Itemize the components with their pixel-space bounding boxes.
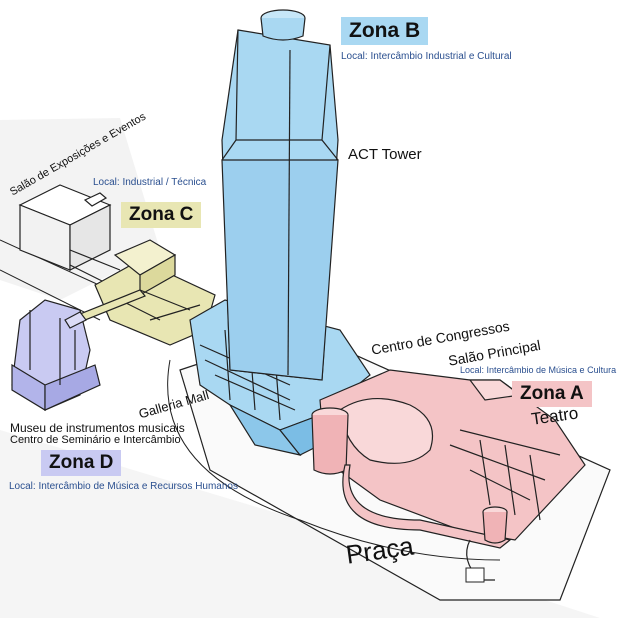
zona-c-local: Local: Industrial / Técnica [93, 177, 207, 188]
zona-d-local: Local: Intercâmbio de Música e Recursos … [9, 481, 238, 492]
plaza-kiosk [465, 567, 485, 583]
centro-seminario-label: Centro de Seminário e Intercâmbio [10, 434, 181, 446]
zona-b-local: Local: Intercâmbio Industrial e Cultural [341, 51, 512, 62]
museu-label: Museu de instrumentos musicais [10, 421, 185, 435]
zona-b-badge: Zona B [341, 17, 429, 45]
salao-exposicoes-building [18, 184, 121, 286]
act-tower-label: ACT Tower [348, 146, 422, 163]
road-line [0, 239, 111, 321]
zona-d-badge: Zona D [41, 450, 122, 476]
zona-a-local: Local: Intercâmbio de Música e Cultura [460, 365, 617, 375]
zona-c-badge: Zona C [121, 202, 202, 228]
zona-d-building [11, 299, 101, 412]
zona-a-building [311, 369, 586, 581]
act-tower-building [221, 9, 339, 381]
walkway-line [167, 359, 501, 561]
zona-a-badge: Zona A [512, 381, 592, 407]
